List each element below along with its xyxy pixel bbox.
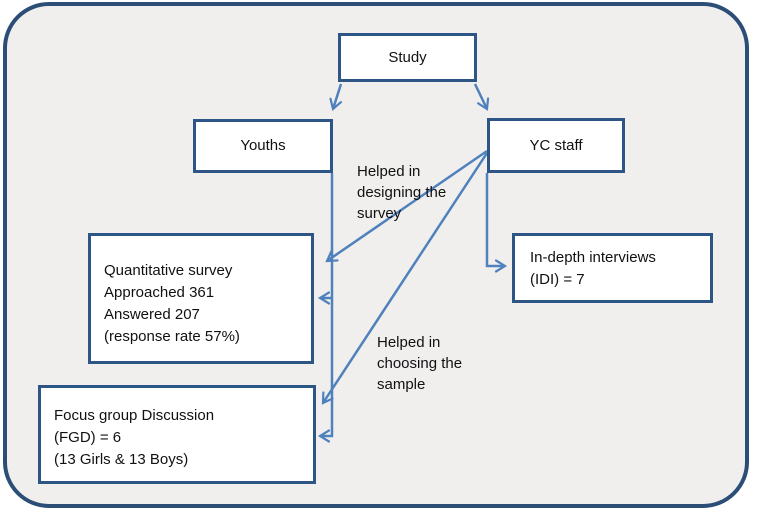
annotation-line: Helped in [377, 334, 441, 351]
arrow-study-to-youths [329, 83, 343, 112]
annotation-line: survey [357, 205, 402, 222]
yc-staff-label: YC staff [529, 136, 583, 154]
study-label: Study [388, 48, 427, 66]
quant-line: Approached 361 [104, 284, 215, 301]
fgd-line: (13 Girls & 13 Boys) [54, 451, 189, 468]
fgd-node: Focus group Discussion (FGD) = 6 (13 Gir… [38, 385, 316, 484]
quant-line: (response rate 57%) [104, 328, 240, 345]
yc-staff-node: YC staff [487, 118, 625, 173]
arrow-ycstaff-designing [325, 149, 488, 263]
idi-node: In-depth interviews (IDI) = 7 [512, 233, 713, 303]
annotation-line: Helped in [357, 163, 421, 180]
annotation-line: sample [377, 376, 426, 393]
idi-line: In-depth interviews [530, 249, 656, 266]
idi-line: (IDI) = 7 [530, 271, 585, 288]
annotation-line: designing the [357, 184, 447, 201]
arrow-study-to-ycstaff [473, 83, 490, 111]
arrow-ycstaff-choosing [321, 152, 489, 405]
study-node: Study [338, 33, 477, 82]
quantitative-survey-node: Quantitative survey Approached 361 Answe… [88, 233, 314, 364]
annotation-line: choosing the [377, 355, 463, 372]
arrow-ycstaff-to-idi [485, 173, 508, 273]
youths-label: Youths [240, 137, 286, 154]
annotation-helped-designing: Helped in designing the survey [357, 161, 446, 224]
annotation-helped-choosing: Helped in choosing the sample [377, 332, 462, 395]
youths-node: Youths [193, 119, 333, 173]
fgd-line: Focus group Discussion [54, 407, 215, 424]
fgd-line: (FGD) = 6 [54, 429, 122, 446]
quant-line: Quantitative survey [104, 262, 233, 279]
quant-line: Answered 207 [104, 306, 200, 323]
